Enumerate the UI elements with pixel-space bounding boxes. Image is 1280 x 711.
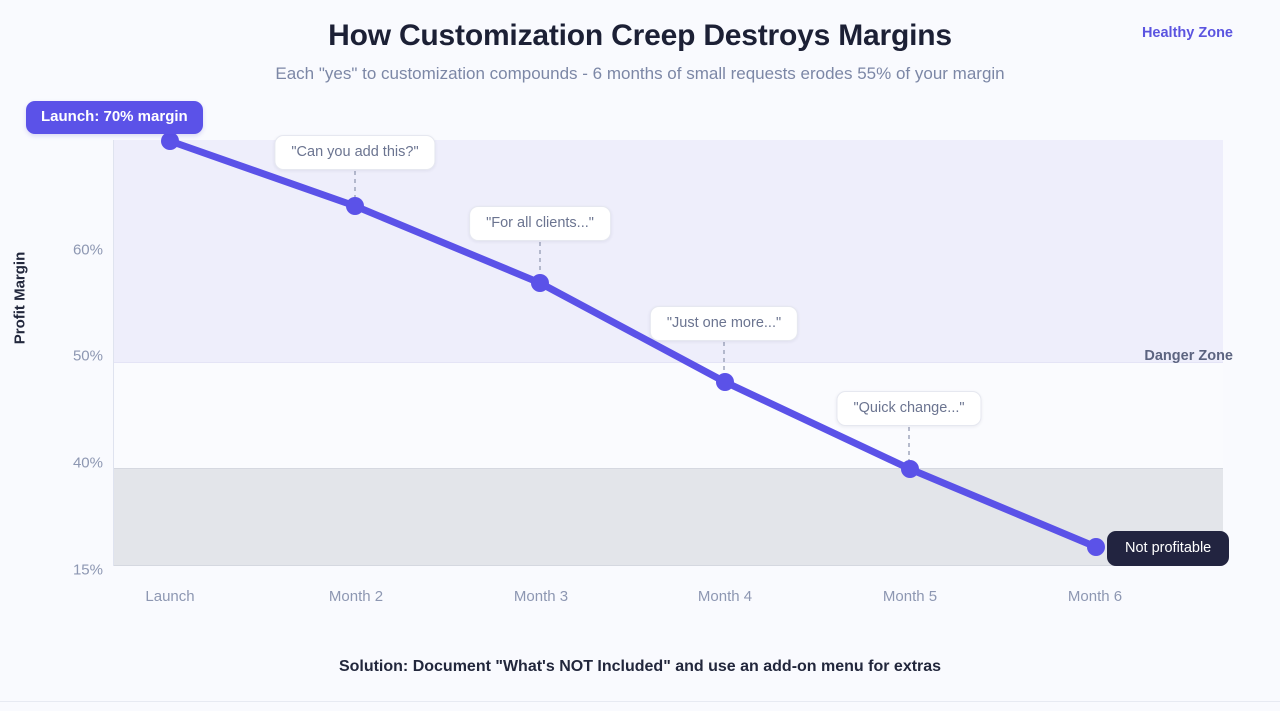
annotation-callout: "Can you add this?"	[274, 135, 436, 170]
page-title: How Customization Creep Destroys Margins	[328, 19, 952, 52]
launch-margin-badge: Launch: 70% margin	[26, 101, 203, 134]
y-axis-ticks: 60% 50% 40% 15%	[33, 0, 103, 711]
y-tick-label: 60%	[72, 241, 103, 259]
zone-band-danger	[114, 468, 1223, 566]
y-axis-title: Profit Margin	[11, 251, 29, 345]
x-tick-label: Month 4	[697, 588, 753, 605]
plot-area	[113, 140, 1223, 566]
y-tick-label: 15%	[72, 561, 103, 579]
zone-label-healthy: Healthy Zone	[1141, 25, 1233, 41]
y-tick-label: 50%	[72, 347, 103, 365]
bottom-divider	[0, 701, 1280, 702]
x-tick-label: Month 2	[328, 588, 384, 605]
zone-label-danger: Danger Zone	[1144, 348, 1233, 364]
x-tick-label: Month 5	[882, 588, 938, 605]
not-profitable-tooltip: Not profitable	[1107, 531, 1230, 566]
annotation-callout: "Just one more..."	[649, 306, 799, 341]
annotation-callout: "Quick change..."	[836, 391, 982, 426]
x-tick-label: Month 6	[1067, 588, 1123, 605]
x-tick-label: Launch	[145, 588, 195, 605]
y-tick-label: 40%	[72, 454, 103, 472]
x-tick-label: Month 3	[513, 588, 569, 605]
solution-note: Solution: Document "What's NOT Included"…	[338, 658, 942, 675]
annotation-callout: "For all clients..."	[469, 206, 611, 241]
page-subtitle: Each "yes" to customization compounds - …	[275, 64, 1005, 83]
